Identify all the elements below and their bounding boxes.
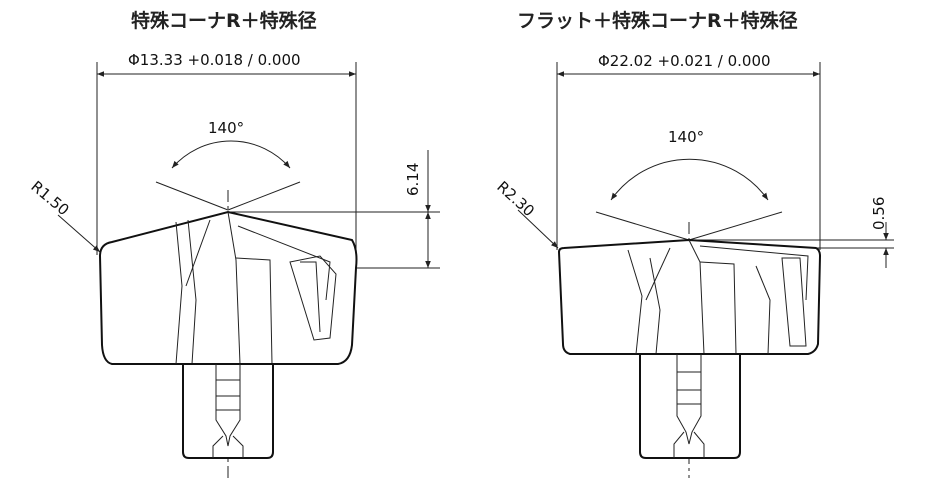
right-tool-shank (639, 353, 741, 459)
left-flute-pocket (289, 255, 337, 341)
right-flute-edge (627, 249, 643, 355)
left-shank-groove (215, 364, 241, 447)
left-shank-groove (216, 379, 240, 411)
left-diameter-label: Φ13.33 +0.018 / 0.000 (128, 51, 301, 69)
left-tool-shank (182, 363, 274, 459)
right-tool-head (557, 238, 822, 355)
right-flute-edge (699, 261, 737, 355)
right-flute-edge (649, 257, 661, 355)
left-flute-edge (235, 257, 273, 365)
left-flute-edge (187, 219, 197, 365)
left-flute-edge (185, 219, 211, 287)
left-shank-groove (212, 435, 244, 458)
right-flute-pocket (781, 257, 807, 347)
left-angle-label: 140° (208, 119, 244, 137)
right-flute-edge (699, 245, 809, 301)
right-height-label: 0.56 (870, 197, 888, 230)
right-angle-arc (610, 158, 769, 201)
right-diagram-title: フラット＋特殊コーナR＋特殊径 (517, 10, 798, 32)
left-tool-drawing: Φ13.33 +0.018 / 0.000 140° R1.50 6.14 (27, 51, 440, 478)
left-radius-leader (57, 214, 101, 253)
right-flute-edge (645, 247, 671, 301)
right-tool-drawing: Φ22.02 +0.021 / 0.000 140° R2.30 0.56 (493, 52, 894, 478)
right-flute-edge (755, 265, 771, 355)
right-radius-leader (517, 209, 559, 249)
right-radius-label: R2.30 (493, 178, 538, 221)
left-angle-leg (227, 181, 301, 211)
left-flute-edge (300, 261, 321, 333)
right-shank-groove (677, 371, 701, 405)
right-shank-groove (676, 354, 702, 445)
right-angle-leg (688, 211, 783, 241)
left-flute-edge (175, 221, 183, 365)
right-diameter-label: Φ22.02 +0.021 / 0.000 (598, 52, 771, 70)
left-radius-label: R1.50 (27, 177, 72, 219)
right-shank-groove (673, 431, 705, 458)
right-angle-leg (595, 211, 690, 241)
left-angle-arc (171, 140, 291, 169)
left-angle-leg (155, 181, 229, 211)
left-height-label: 6.14 (404, 163, 422, 196)
left-flute-edge (227, 211, 241, 365)
left-tool-head (98, 210, 358, 365)
left-diagram-title: 特殊コーナR＋特殊径 (131, 10, 317, 32)
right-angle-label: 140° (668, 128, 704, 146)
left-flute-edge (237, 225, 331, 301)
